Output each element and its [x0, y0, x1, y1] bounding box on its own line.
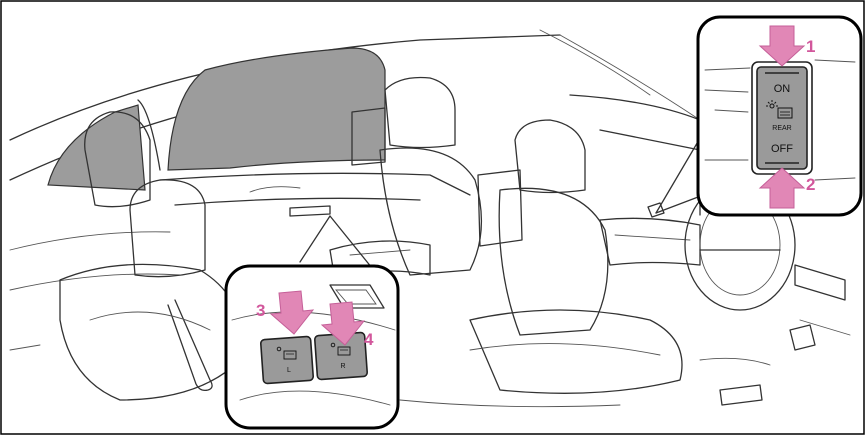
- switch-off-label: OFF: [771, 143, 793, 155]
- switch-on-label: ON: [774, 83, 791, 95]
- rear-right-mark: R: [340, 363, 345, 370]
- front-switch-callout: ON REAR OFF 1 2: [698, 17, 861, 215]
- rear-switch-callout: L R 3 4: [226, 266, 398, 428]
- callout-number-3: 3: [256, 301, 265, 320]
- switch-rear-label: REAR: [772, 125, 791, 132]
- rear-left-mark: L: [287, 367, 291, 374]
- callout-number-1: 1: [806, 37, 815, 56]
- callout-number-2: 2: [806, 175, 815, 194]
- callout-number-4: 4: [364, 330, 374, 349]
- rear-left-heater-button[interactable]: [261, 336, 314, 383]
